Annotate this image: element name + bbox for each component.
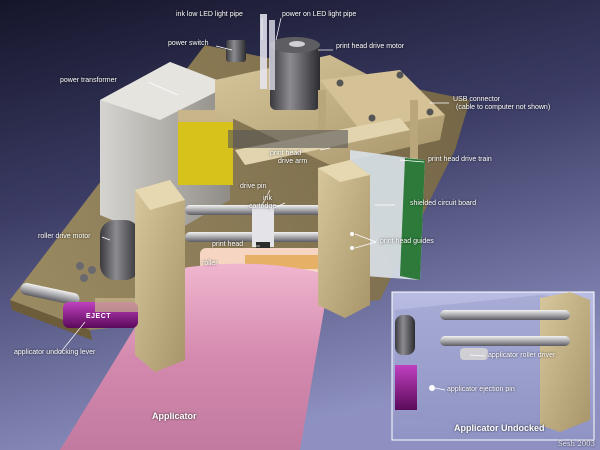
print-head-label: print head <box>212 241 244 248</box>
drive-pin-label: drive pin <box>240 183 267 190</box>
print-head-drive-motor-label: print head drive motor <box>336 43 405 50</box>
ink-cartridge-label-line1: ink <box>263 195 272 202</box>
shielded-circuit-board-label: shielded circuit board <box>410 200 477 207</box>
artist-signature: Sesh 2003 <box>558 440 596 448</box>
print-head-drive-arm-label-line1: print head <box>270 150 302 157</box>
applicator-caption: Applicator <box>152 411 197 421</box>
power-switch-label: power switch <box>168 40 209 47</box>
usb-connector-note: (cable to computer not shown) <box>456 104 551 111</box>
power-on-led-label: power on LED light pipe <box>282 11 357 18</box>
print-head-drive-arm-label-line2: drive arm <box>278 158 308 165</box>
roller-drive-motor-label: roller drive motor <box>38 233 91 240</box>
applicator-ejection-pin-label: applicator ejection pin <box>447 386 515 393</box>
applicator-roller-driver-label: applicator roller driver <box>488 352 556 359</box>
ink-low-led-label: ink low LED light pipe <box>176 11 243 18</box>
applicator-undocking-lever-label: applicator undocking lever <box>14 349 96 356</box>
roller-label: roller <box>202 260 218 267</box>
usb-connector-label: USB connector <box>453 96 501 103</box>
print-head-guides-label: print head guides <box>380 238 434 245</box>
applicator-undocked-caption: Applicator Undocked <box>454 423 545 433</box>
power-transformer-label: power transformer <box>60 77 117 84</box>
eject-button-label: EJECT <box>86 313 112 320</box>
print-head-drive-train-label: print head drive train <box>428 156 492 163</box>
ink-cartridge-label-line2: cartridge <box>249 203 277 210</box>
